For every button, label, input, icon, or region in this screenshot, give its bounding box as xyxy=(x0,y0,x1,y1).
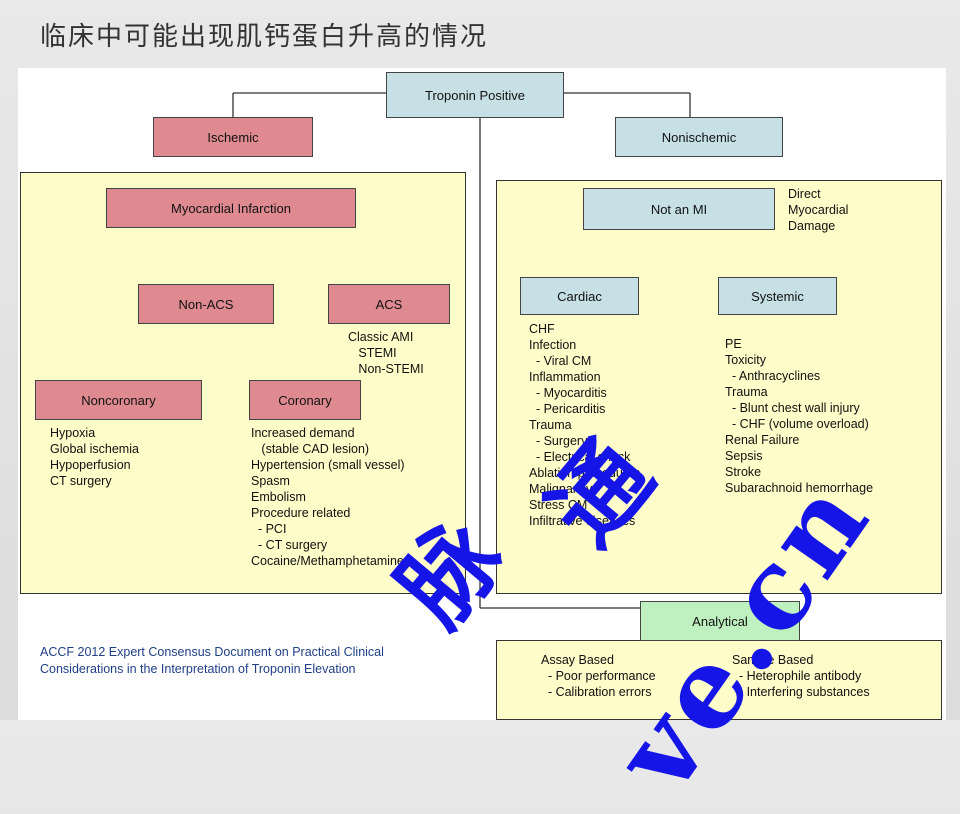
nonischemic-box: Nonischemic xyxy=(615,117,783,157)
analytical-box: Analytical xyxy=(640,601,800,641)
systemic-list: PE Toxicity - Anthracyclines Trauma - Bl… xyxy=(725,337,874,495)
not-an-mi-box: Not an MI xyxy=(583,188,775,230)
ischemic-box: Ischemic xyxy=(153,117,313,157)
systemic-box: Systemic xyxy=(718,277,837,315)
non-acs-box: Non-ACS xyxy=(138,284,274,324)
myocardial-infarction-box: Myocardial Infarction xyxy=(106,188,356,228)
noncoronary-list: Hypoxia Global ischemia Hypoperfusion CT… xyxy=(50,426,139,488)
assay-based-list: Assay Based - Poor performance - Calibra… xyxy=(541,653,656,699)
acs-box: ACS xyxy=(328,284,450,324)
cardiac-box: Cardiac xyxy=(520,277,639,315)
nonischemic-panel xyxy=(496,180,942,594)
diagram-canvas: Troponin Positive Ischemic Nonischemic M… xyxy=(18,68,946,720)
citation: ACCF 2012 Expert Consensus Document on P… xyxy=(40,645,384,676)
coronary-box: Coronary xyxy=(249,380,361,420)
sample-based-list: Sample Based - Heterophile antibody - In… xyxy=(732,653,870,699)
acs-list: Classic AMI STEMI Non-STEMI xyxy=(348,330,424,376)
cardiac-list: CHF Infection - Viral CM Inflammation - … xyxy=(529,322,641,528)
direct-damage-label: Direct Myocardial Damage xyxy=(788,187,849,233)
troponin-positive-box: Troponin Positive xyxy=(386,72,564,118)
slide-title: 临床中可能出现肌钙蛋白升高的情况 xyxy=(40,22,489,52)
noncoronary-box: Noncoronary xyxy=(35,380,202,420)
coronary-list: Increased demand (stable CAD lesion) Hyp… xyxy=(251,426,405,568)
